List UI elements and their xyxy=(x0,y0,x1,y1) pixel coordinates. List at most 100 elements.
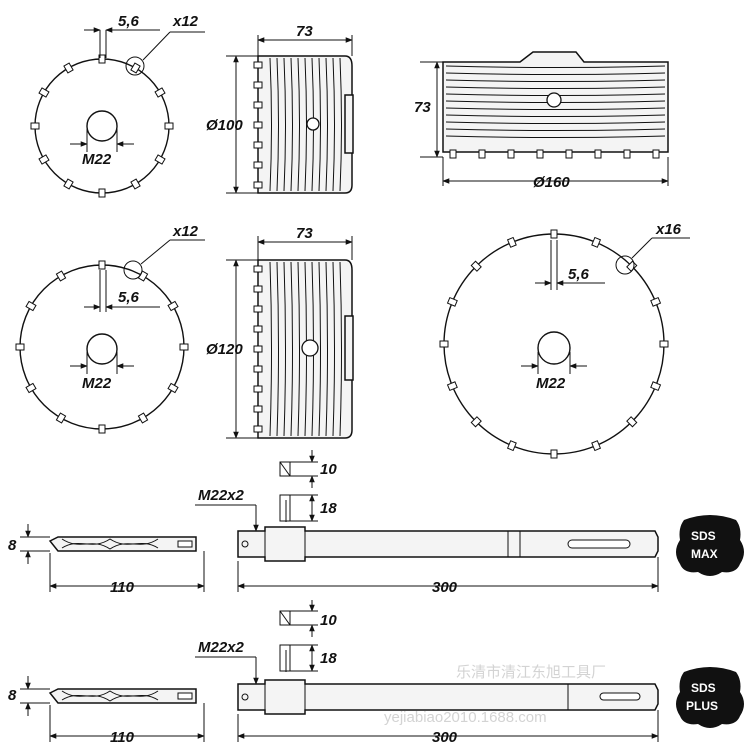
cutting-tooth xyxy=(591,440,602,452)
cutting-tooth xyxy=(536,149,544,159)
groove-line xyxy=(445,65,666,68)
teeth-ring-160 xyxy=(439,229,669,459)
cutting-tooth xyxy=(626,416,638,428)
cutting-tooth xyxy=(98,424,106,434)
diameter-label: Ø100 xyxy=(206,117,243,134)
cutting-tooth xyxy=(98,260,106,270)
pilot-drill: 8 110 xyxy=(8,524,205,596)
groove-line xyxy=(318,57,321,192)
cutting-tooth xyxy=(130,62,141,74)
shank: 10 18 M22x2 300 xyxy=(195,600,659,746)
shank-length-label: 300 xyxy=(432,579,458,596)
groove-line xyxy=(276,57,279,192)
diameter-label: Ø160 xyxy=(533,174,570,191)
cutting-tooth xyxy=(38,87,50,98)
cutting-tooth xyxy=(470,260,482,272)
cutting-tooth xyxy=(253,181,263,189)
sds-max-badge: SDS MAX xyxy=(676,515,744,576)
thread-label: M22x2 xyxy=(198,639,245,656)
cutting-tooth xyxy=(253,61,263,69)
tooth-callout-circle xyxy=(123,260,143,280)
cutting-tooth xyxy=(253,385,263,393)
cutting-tooth xyxy=(446,296,458,307)
depth-label: 73 xyxy=(296,225,313,242)
cutting-tooth xyxy=(623,149,631,159)
cutting-tooth xyxy=(30,122,40,130)
bit-length-label: 110 xyxy=(110,579,135,596)
shank-length-label: 300 xyxy=(432,729,458,746)
cutting-tooth xyxy=(253,141,263,149)
badge-line-2: MAX xyxy=(691,547,718,561)
groove-line xyxy=(445,107,666,110)
cutting-tooth xyxy=(167,382,179,394)
groove-line xyxy=(445,86,666,89)
cutting-tooth xyxy=(15,343,25,351)
side-teeth xyxy=(449,149,660,159)
badge-line-2: PLUS xyxy=(686,699,718,713)
cutting-tooth xyxy=(179,343,189,351)
tooth-callout-circle xyxy=(125,56,145,76)
cutting-tooth xyxy=(591,236,602,248)
cutting-tooth xyxy=(253,161,263,169)
groove-line xyxy=(445,72,666,75)
badge-line-1: SDS xyxy=(691,681,716,695)
cutting-tooth xyxy=(253,325,263,333)
tooth-count-label: x12 xyxy=(172,13,199,30)
tooth-count-label: x12 xyxy=(172,223,199,240)
pin-length-label: 18 xyxy=(320,500,337,517)
cutting-tooth xyxy=(253,405,263,413)
groove-line xyxy=(283,57,286,192)
thread-label: M22 xyxy=(536,375,566,392)
cutting-tooth xyxy=(478,149,486,159)
groove-line xyxy=(325,57,328,192)
groove-line xyxy=(445,114,666,117)
cutting-tooth xyxy=(449,149,457,159)
groove-line xyxy=(276,261,279,437)
shank: 10 18 M22x2 300 xyxy=(195,450,659,596)
groove-line xyxy=(325,261,328,437)
cutting-tooth xyxy=(253,285,263,293)
bit-length-label: 110 xyxy=(110,729,135,746)
cutting-tooth xyxy=(137,412,149,424)
tooth-gap-label: 5,6 xyxy=(118,13,140,30)
cutting-tooth xyxy=(253,345,263,353)
groove-line xyxy=(318,261,321,437)
watermark-line-1: 乐清市清江东旭工具厂 xyxy=(456,664,606,681)
cutting-tooth xyxy=(154,154,166,165)
cutting-tooth xyxy=(154,87,166,98)
thread-label: M22 xyxy=(82,151,112,168)
sds-max-assembly: 8 110 10 18 xyxy=(8,450,744,596)
bit-diameter-label: 8 xyxy=(8,537,17,554)
groove-line xyxy=(339,57,342,192)
pin-length-label: 10 xyxy=(320,461,337,478)
thread-label: M22 xyxy=(82,375,112,392)
core-bit-160-face: x16 5,6 M22 xyxy=(439,221,690,459)
badge-line-1: SDS xyxy=(691,529,716,543)
cutting-tooth xyxy=(253,305,263,313)
cutting-tooth xyxy=(253,425,263,433)
core-bit-100-side: 73 Ø100 xyxy=(206,23,354,194)
groove-line xyxy=(269,57,272,192)
pin-length-label: 18 xyxy=(320,650,337,667)
cutting-tooth xyxy=(439,340,449,348)
cutting-tooth xyxy=(25,382,37,394)
watermark-line-2: yejiabiao2010.1688.com xyxy=(384,709,547,726)
thread-label: M22x2 xyxy=(198,487,245,504)
cutting-tooth xyxy=(506,440,517,452)
cutting-tooth xyxy=(63,62,74,74)
groove-line xyxy=(445,121,666,124)
tooth-callout-circle xyxy=(615,255,635,275)
sds-plus-assembly: 8 110 10 18 xyxy=(8,600,744,746)
groove-line xyxy=(332,57,335,192)
pin-length-label: 10 xyxy=(320,612,337,629)
groove-line xyxy=(290,261,293,437)
cutting-tooth xyxy=(25,300,37,312)
cutting-tooth xyxy=(63,178,74,190)
cutting-tooth xyxy=(98,188,106,198)
cutting-tooth xyxy=(55,270,67,282)
teeth-ring-120 xyxy=(15,260,189,434)
groove-line xyxy=(297,261,300,437)
cutting-tooth xyxy=(130,178,141,190)
